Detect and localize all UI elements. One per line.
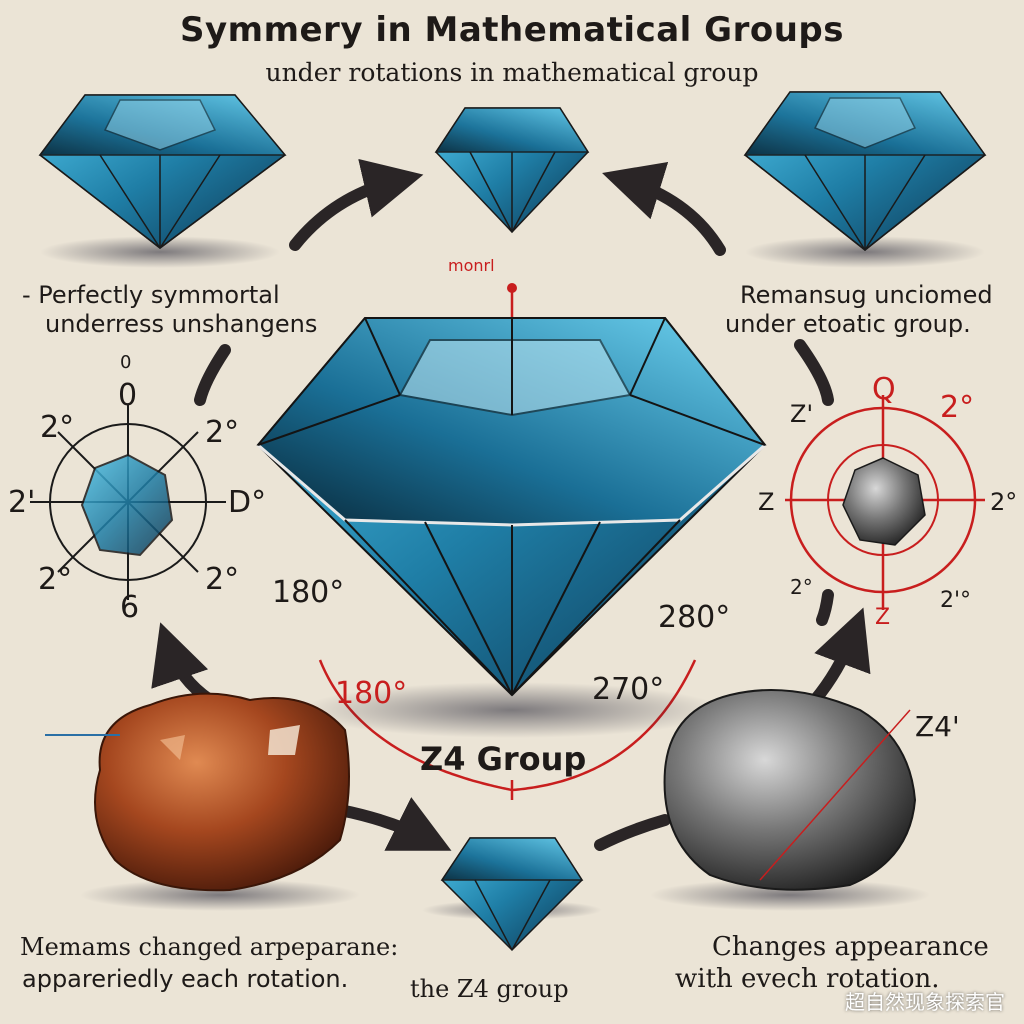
caption-top-center-small: monrl <box>448 256 495 275</box>
right-dial-upper-right: 2° <box>940 390 975 425</box>
caption-top-left-line2: underress unshangens <box>45 310 318 338</box>
page-subtitle: under rotations in mathematical group <box>265 58 759 87</box>
right-dial-lower-left: 2° <box>790 575 813 599</box>
left-dial-lower-left: 2° <box>38 562 73 597</box>
right-dial-lower-right: 2'° <box>940 588 972 613</box>
arrow-bottom-right <box>594 814 671 851</box>
left-rotation-dial <box>30 405 226 600</box>
angle-left-180: 180° <box>272 575 345 610</box>
page-title: Symmery in Mathematical Groups <box>179 10 844 50</box>
diamond-top-left <box>38 94 287 249</box>
left-dial-upper-right: 2° <box>205 415 240 450</box>
group-label-center: Z4 Group <box>420 740 587 778</box>
caption-bottom-right-line2: with evech rotation. <box>675 964 940 994</box>
left-dial-bottom: 6 <box>120 590 140 625</box>
left-dial-upper-left: 2° <box>40 410 75 445</box>
diamond-top-right <box>743 91 987 251</box>
left-dial-top-mark: 0 <box>120 352 132 373</box>
watermark: 超自然现象探索官 <box>845 990 1005 1014</box>
left-dial-right: D° <box>228 485 267 520</box>
caption-top-left-line1: - Perfectly symmortal <box>22 281 280 309</box>
arrow-bottom-left <box>334 797 452 851</box>
caption-top-right-line1: Remansug unciomed <box>740 281 993 309</box>
diamond-top-center <box>434 107 590 234</box>
arrow-left-upper <box>194 344 231 406</box>
arrow-right-mid <box>816 589 834 626</box>
caption-top-right-line2: under etoatic group. <box>725 310 971 338</box>
right-dial-right: 2° <box>990 488 1018 516</box>
right-dial-top: Q <box>872 372 896 407</box>
angle-center-270: 270° <box>592 672 665 707</box>
diamond-center <box>256 317 767 697</box>
arrow-right-upper <box>794 339 834 406</box>
left-dial-top: 0 <box>118 378 138 413</box>
red-center-dot <box>507 283 517 293</box>
caption-bottom-left-line1: Memams changed arpeparane: <box>20 933 399 961</box>
right-rotation-dial <box>785 395 985 610</box>
caption-bottom-center: the Z4 group <box>410 975 569 1003</box>
arrow-left-lower <box>151 622 216 706</box>
left-dial-lower-right: 2° <box>205 562 240 597</box>
left-dial-left: 2' <box>8 485 36 520</box>
group-label-z4-right: Z4' <box>915 710 960 743</box>
angle-red-180: 180° <box>335 676 408 711</box>
caption-bottom-left-line2: appareriedly each rotation. <box>22 965 349 993</box>
rock-grey <box>663 689 917 891</box>
right-dial-bottom: Z <box>875 605 891 630</box>
arrow-top-right <box>602 161 726 256</box>
right-dial-upper-left: Z' <box>790 400 814 428</box>
arrow-right-lower <box>809 607 871 706</box>
angle-right-280: 280° <box>658 600 731 635</box>
shadows <box>40 236 985 920</box>
right-dial-left: Z <box>758 488 775 516</box>
diamond-bottom-center <box>440 837 584 952</box>
caption-bottom-right-line1: Changes appearance <box>712 932 989 962</box>
arrow-top-left <box>289 158 424 251</box>
rock-red <box>94 692 350 892</box>
